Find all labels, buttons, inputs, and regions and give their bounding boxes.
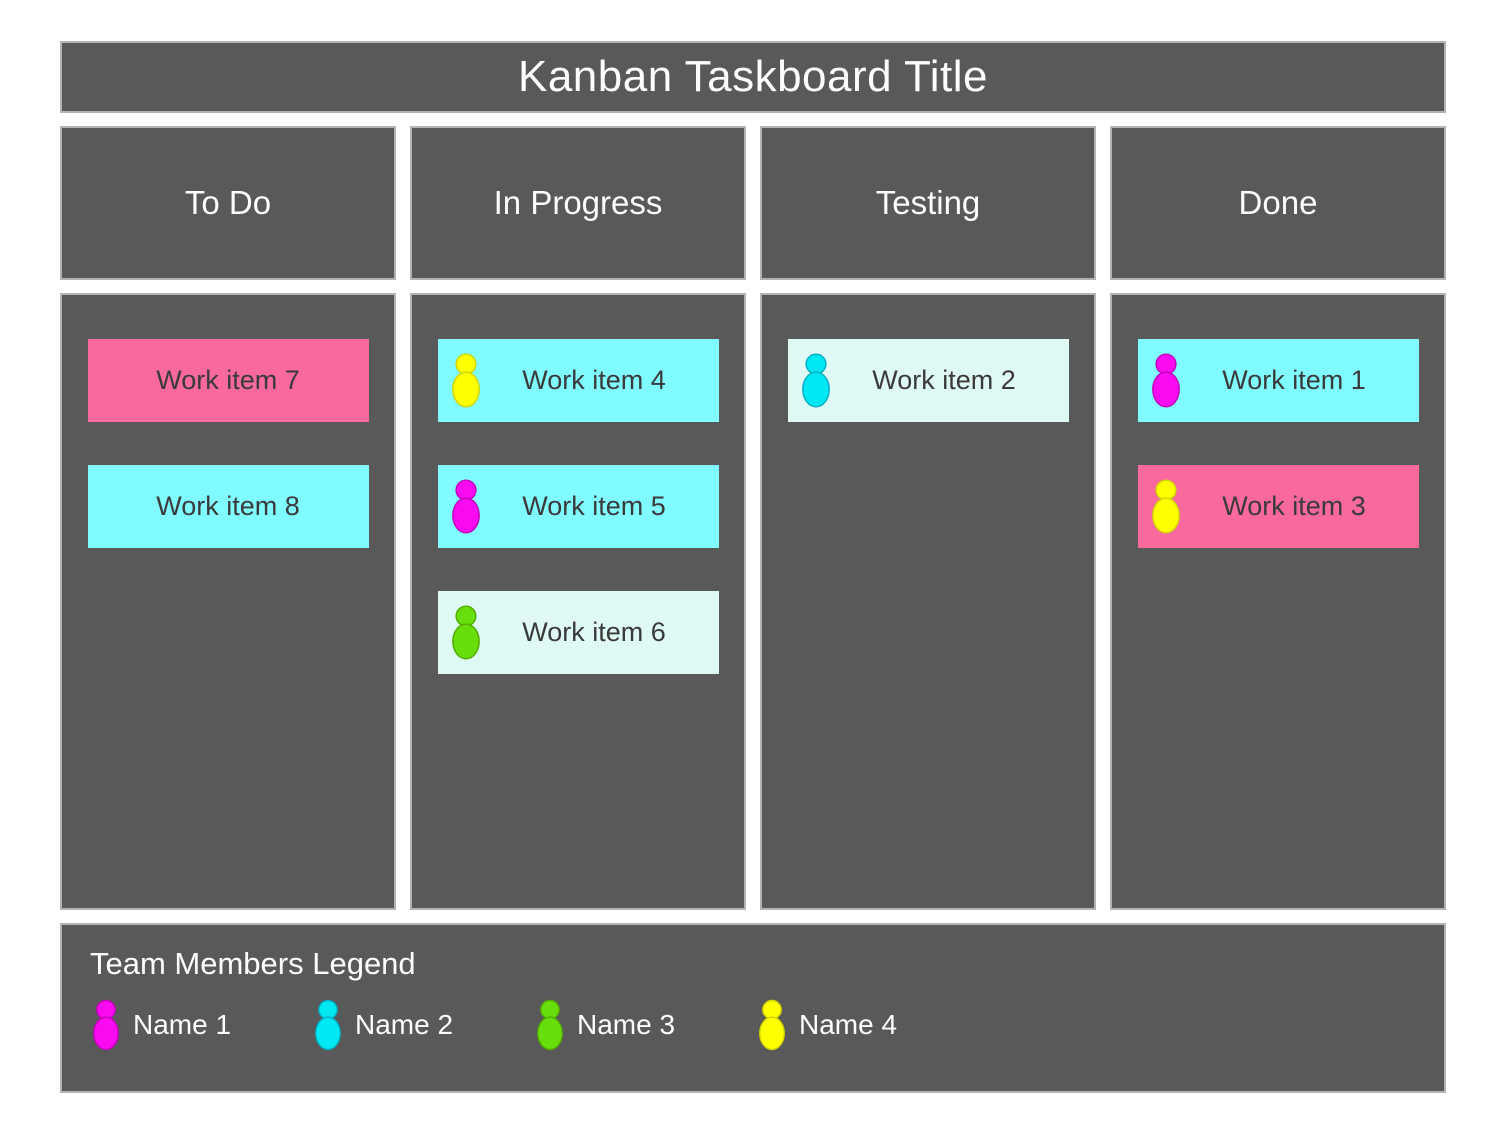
member-icon	[759, 999, 785, 1051]
column-body-in-progress[interactable]: Work item 4 Work item 5 Work item 6	[410, 293, 746, 910]
work-item-label: Work item 2	[872, 365, 1016, 395]
work-item-card[interactable]: Work item 1	[1137, 339, 1419, 422]
work-item-card[interactable]: Work item 5	[437, 465, 719, 548]
work-item-card[interactable]: Work item 6	[437, 591, 719, 674]
legend-member-name: Name 2	[355, 1009, 454, 1040]
work-item-label: Work item 4	[522, 365, 666, 395]
board-title: Kanban Taskboard Title	[517, 52, 989, 101]
column-body-done[interactable]: Work item 1 Work item 3	[1110, 293, 1446, 910]
work-item-label: Work item 1	[1222, 365, 1366, 395]
column-body-testing[interactable]: Work item 2	[760, 293, 1096, 910]
member-icon	[451, 353, 480, 408]
member-icon	[451, 605, 480, 660]
column-header-testing: Testing	[760, 126, 1096, 280]
work-item-label: Work item 3	[1222, 491, 1366, 521]
work-item-card[interactable]: Work item 3	[1137, 465, 1419, 548]
legend-member: Name 2	[314, 999, 536, 1051]
member-icon	[451, 479, 480, 534]
legend-member: Name 1	[92, 999, 314, 1051]
member-icon	[1151, 353, 1180, 408]
work-item-label: Work item 6	[522, 617, 666, 647]
member-icon	[1151, 479, 1180, 534]
column-header-in-progress: In Progress	[410, 126, 746, 280]
legend-title: Team Members Legend	[90, 946, 416, 981]
member-icon	[537, 999, 563, 1051]
legend-member-name: Name 4	[799, 1009, 898, 1040]
column-header-label: Done	[1238, 184, 1318, 221]
member-icon	[93, 999, 119, 1051]
column-header-label: In Progress	[493, 184, 663, 221]
member-icon	[801, 353, 830, 408]
work-item-card[interactable]: Work item 4	[437, 339, 719, 422]
work-item-card[interactable]: Work item 7	[87, 339, 369, 422]
column-headers-row: To Do In Progress Testing Done	[60, 126, 1446, 280]
legend-member-name: Name 3	[577, 1009, 676, 1040]
team-members-legend: Team Members Legend Name 1 Name 2	[60, 923, 1446, 1093]
legend-member-name: Name 1	[133, 1009, 232, 1040]
column-header-label: Testing	[875, 184, 981, 221]
legend-member: Name 4	[758, 999, 980, 1051]
work-item-card[interactable]: Work item 8	[87, 465, 369, 548]
column-header-label: To Do	[184, 184, 272, 221]
legend-member: Name 3	[536, 999, 758, 1051]
work-item-label: Work item 8	[156, 491, 300, 521]
work-item-label: Work item 5	[522, 491, 666, 521]
board-title-bar: Kanban Taskboard Title	[60, 41, 1446, 113]
columns-row: Work item 7 Work item 8 Work item 4	[60, 293, 1446, 910]
work-item-label: Work item 7	[156, 365, 300, 395]
work-item-card[interactable]: Work item 2	[787, 339, 1069, 422]
column-body-todo[interactable]: Work item 7 Work item 8	[60, 293, 396, 910]
member-icon	[315, 999, 341, 1051]
legend-items: Name 1 Name 2 Name 3	[92, 999, 1444, 1051]
column-header-done: Done	[1110, 126, 1446, 280]
column-header-todo: To Do	[60, 126, 396, 280]
